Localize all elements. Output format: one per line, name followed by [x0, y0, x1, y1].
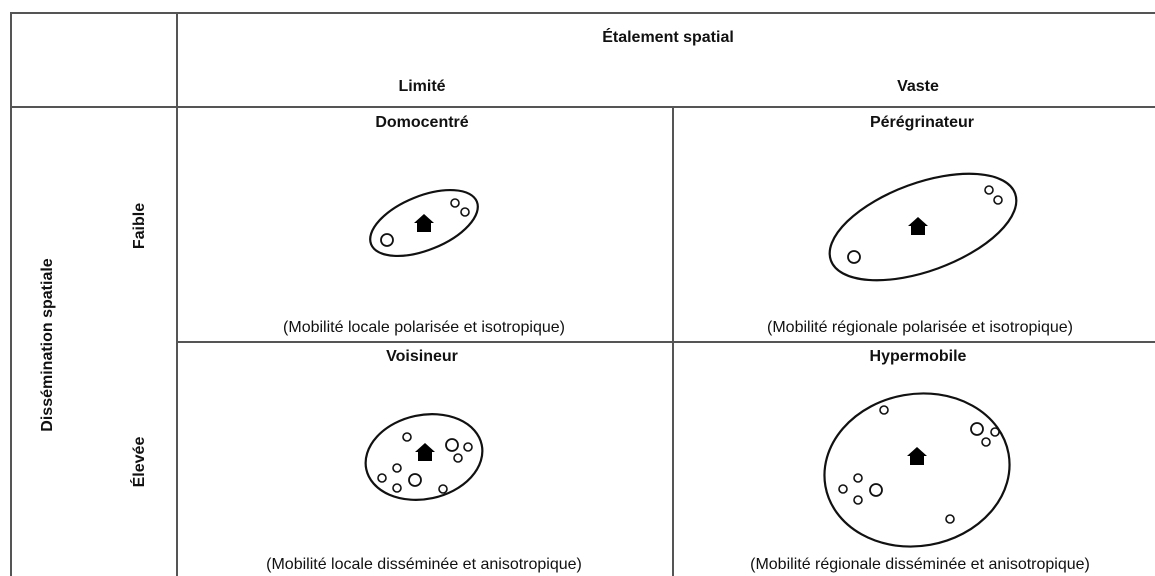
house-icon — [415, 443, 435, 461]
circle-icon — [402, 432, 412, 442]
circle-icon — [853, 495, 863, 505]
cell-desc-voisineur: (Mobilité locale disséminée et anisotrop… — [266, 556, 582, 573]
row-divider — [176, 341, 1155, 343]
circle-icon — [408, 473, 422, 487]
circle-icon — [463, 442, 473, 452]
cell-title-domocentre: Domocentré — [375, 114, 469, 131]
house-icon — [907, 447, 927, 465]
column-header-limited: Limité — [398, 78, 446, 95]
circle-icon — [981, 437, 991, 447]
circle-icon — [838, 484, 848, 494]
cell-desc-domocentre: (Mobilité locale polarisée et isotropiqu… — [283, 319, 565, 336]
house-icon — [908, 217, 928, 235]
circle-icon — [847, 250, 861, 264]
header-divider-vertical — [176, 12, 178, 576]
circle-icon — [380, 233, 394, 247]
cell-desc-hypermobile: (Mobilité régionale disséminée et anisot… — [750, 556, 1090, 573]
circle-icon — [984, 185, 994, 195]
circle-icon — [853, 473, 863, 483]
circle-icon — [990, 427, 1000, 437]
circle-icon — [453, 453, 463, 463]
column-header-vast: Vaste — [897, 78, 939, 95]
circle-icon — [377, 473, 387, 483]
top-border — [10, 12, 1155, 14]
circle-icon — [445, 438, 459, 452]
circle-icon — [392, 483, 402, 493]
activity-space-ellipse — [823, 392, 1011, 548]
circle-icon — [945, 514, 955, 524]
house-icon — [414, 214, 434, 232]
circle-icon — [392, 463, 402, 473]
cell-title-peregrinateur: Pérégrinateur — [869, 114, 975, 131]
circle-icon — [970, 422, 984, 436]
circle-icon — [993, 195, 1003, 205]
cell-title-voisineur: Voisineur — [386, 348, 458, 365]
circle-icon — [879, 405, 889, 415]
cell-desc-peregrinateur: (Mobilité régionale polarisée et isotrop… — [767, 319, 1073, 336]
left-border — [10, 12, 12, 576]
circle-icon — [869, 483, 883, 497]
activity-space-ellipse — [828, 172, 1018, 282]
circle-icon — [450, 198, 460, 208]
circle-icon — [438, 484, 448, 494]
activity-space-ellipse — [369, 188, 479, 258]
activity-space-ellipse — [364, 413, 484, 501]
circle-icon — [460, 207, 470, 217]
cell-title-hypermobile: Hypermobile — [869, 348, 967, 365]
header-divider-horizontal — [10, 106, 1155, 108]
spread-title: Étalement spatial — [602, 29, 734, 46]
